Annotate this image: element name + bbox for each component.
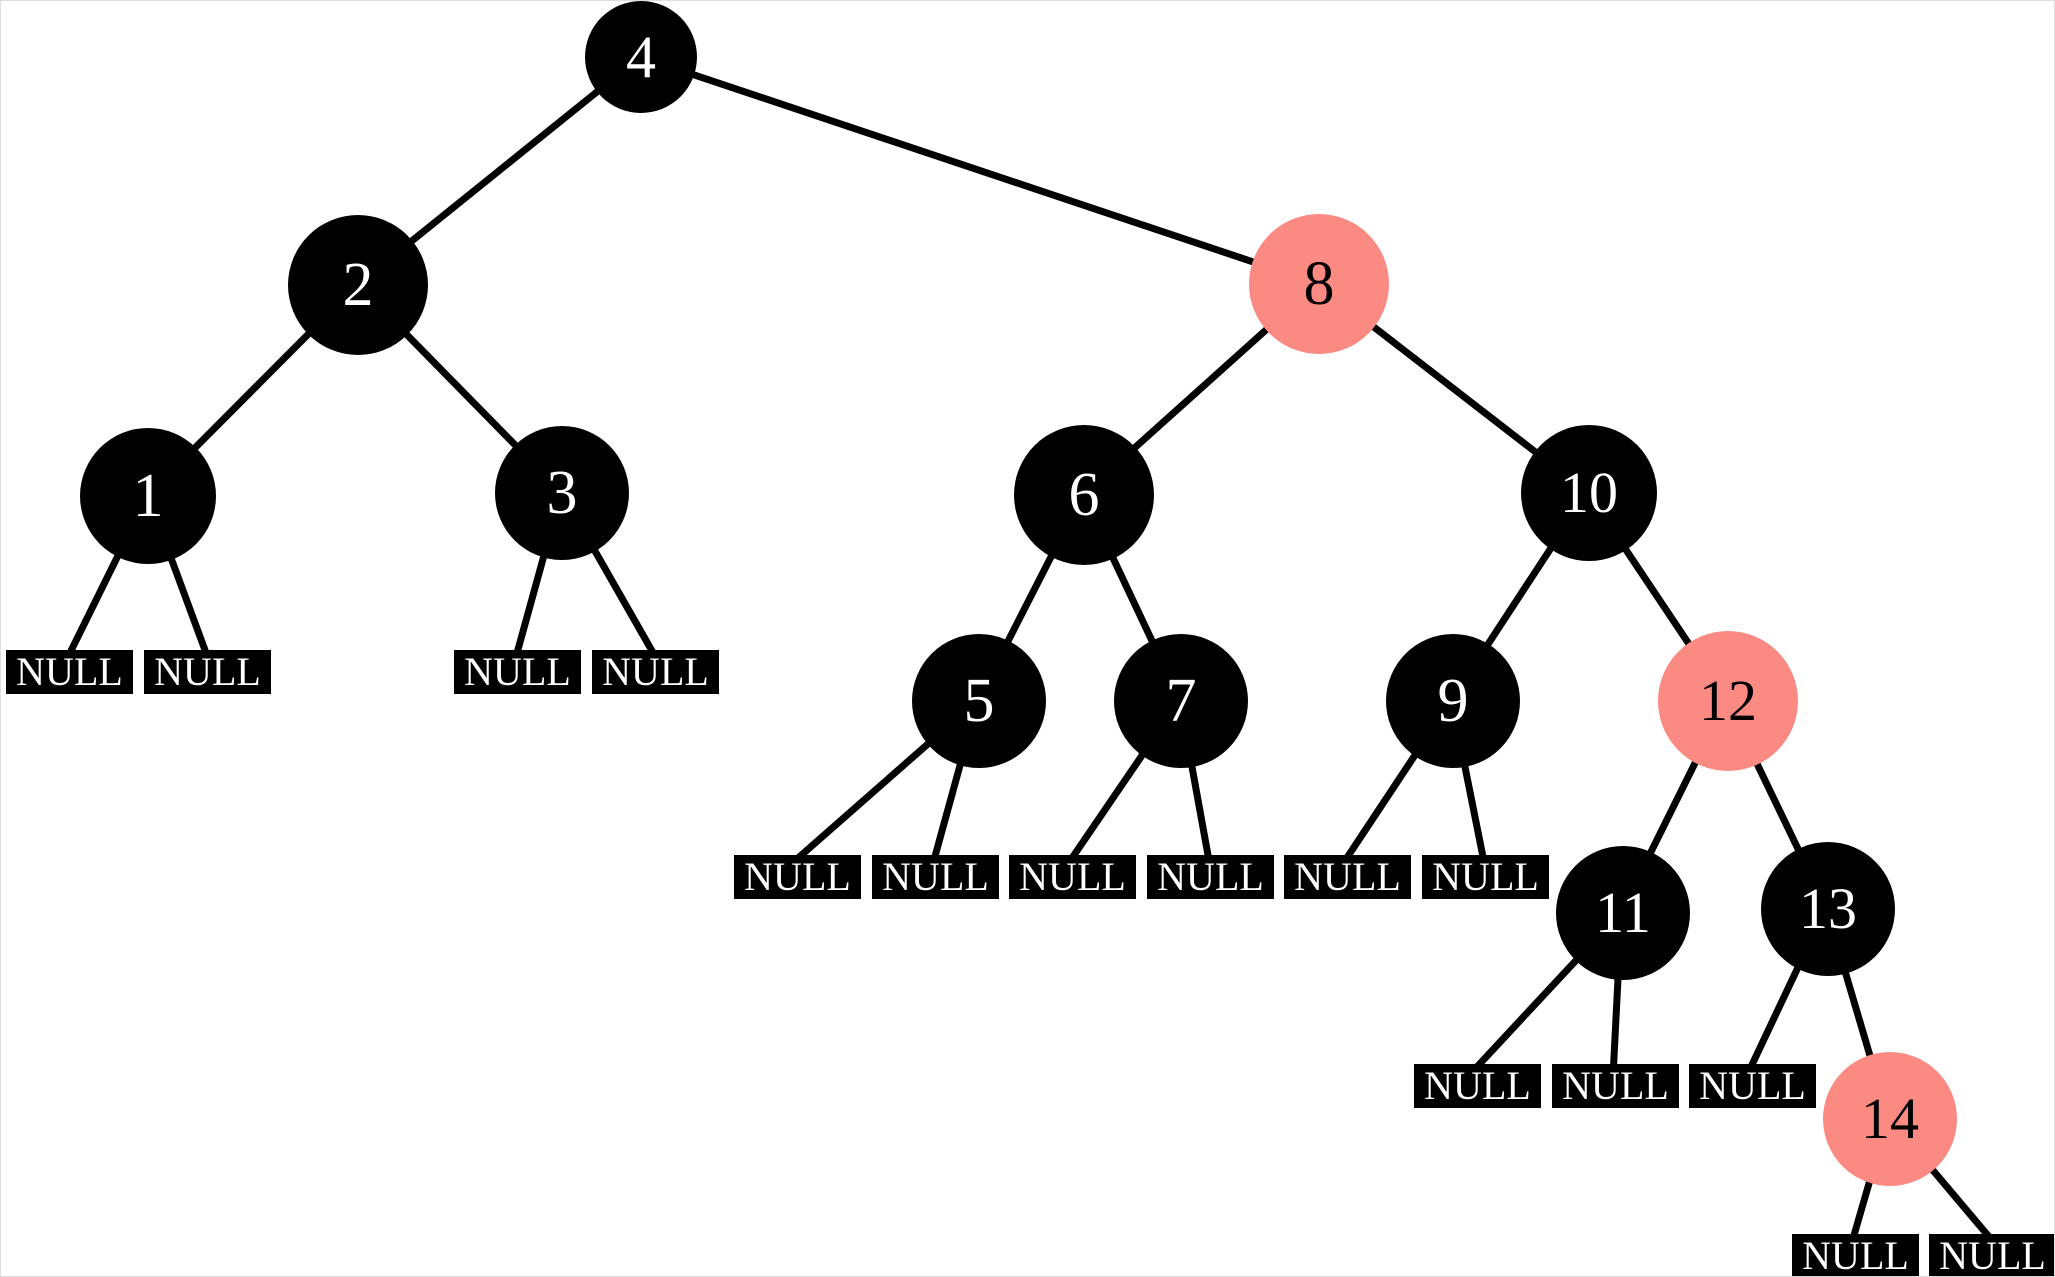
- tree-node-6[interactable]: 6: [1014, 425, 1154, 565]
- tree-node-label: 4: [626, 24, 656, 90]
- tree-node-label: 11: [1595, 880, 1651, 945]
- tree-nil-node: NULL: [454, 650, 581, 694]
- tree-node-label: 7: [1165, 667, 1197, 735]
- tree-nil-node: NULL: [1009, 855, 1136, 899]
- tree-nil-node: NULL: [1689, 1064, 1816, 1108]
- tree-nil-node: NULL: [6, 650, 133, 694]
- tree-node-7[interactable]: 7: [1114, 634, 1248, 768]
- tree-node-14[interactable]: 14: [1823, 1052, 1957, 1186]
- tree-node-label: 1: [132, 462, 164, 530]
- tree-nil-node: NULL: [144, 650, 271, 694]
- tree-nil-node: NULL: [1147, 855, 1274, 899]
- tree-nil-node: NULL: [734, 855, 861, 899]
- tree-nil-node: NULL: [1414, 1064, 1541, 1108]
- tree-nil-node: NULL: [1929, 1234, 2054, 1276]
- tree-node-3[interactable]: 3: [495, 426, 629, 560]
- tree-node-label: 3: [546, 459, 578, 527]
- tree-node-label: 10: [1560, 460, 1618, 525]
- tree-node-4[interactable]: 4: [585, 1, 697, 113]
- tree-nil-node: NULL: [1284, 855, 1411, 899]
- tree-node-label: 12: [1699, 668, 1757, 733]
- tree-node-5[interactable]: 5: [912, 634, 1046, 768]
- tree-node-label: 5: [963, 667, 995, 735]
- tree-nil-node: NULL: [592, 650, 719, 694]
- tree-node-1[interactable]: 1: [80, 428, 216, 564]
- tree-node-label: 9: [1437, 667, 1469, 735]
- tree-nil-node: NULL: [1552, 1064, 1679, 1108]
- tree-node-label: 6: [1068, 461, 1100, 529]
- tree-edge-n4-n8: [639, 53, 1319, 287]
- tree-node-8[interactable]: 8: [1249, 214, 1389, 354]
- tree-node-2[interactable]: 2: [288, 215, 428, 355]
- tree-node-9[interactable]: 9: [1386, 634, 1520, 768]
- tree-nil-node: NULL: [872, 855, 999, 899]
- tree-node-11[interactable]: 11: [1556, 846, 1690, 980]
- tree-nil-node: NULL: [1792, 1234, 1919, 1276]
- tree-node-12[interactable]: 12: [1658, 631, 1798, 771]
- tree-node-13[interactable]: 13: [1761, 842, 1895, 976]
- tree-node-label: 8: [1303, 250, 1335, 318]
- tree-nil-node: NULL: [1422, 855, 1549, 899]
- tree-node-label: 2: [342, 251, 374, 319]
- tree-node-label: 13: [1799, 876, 1857, 941]
- tree-node-10[interactable]: 10: [1521, 425, 1657, 561]
- tree-node-label: 14: [1861, 1086, 1919, 1151]
